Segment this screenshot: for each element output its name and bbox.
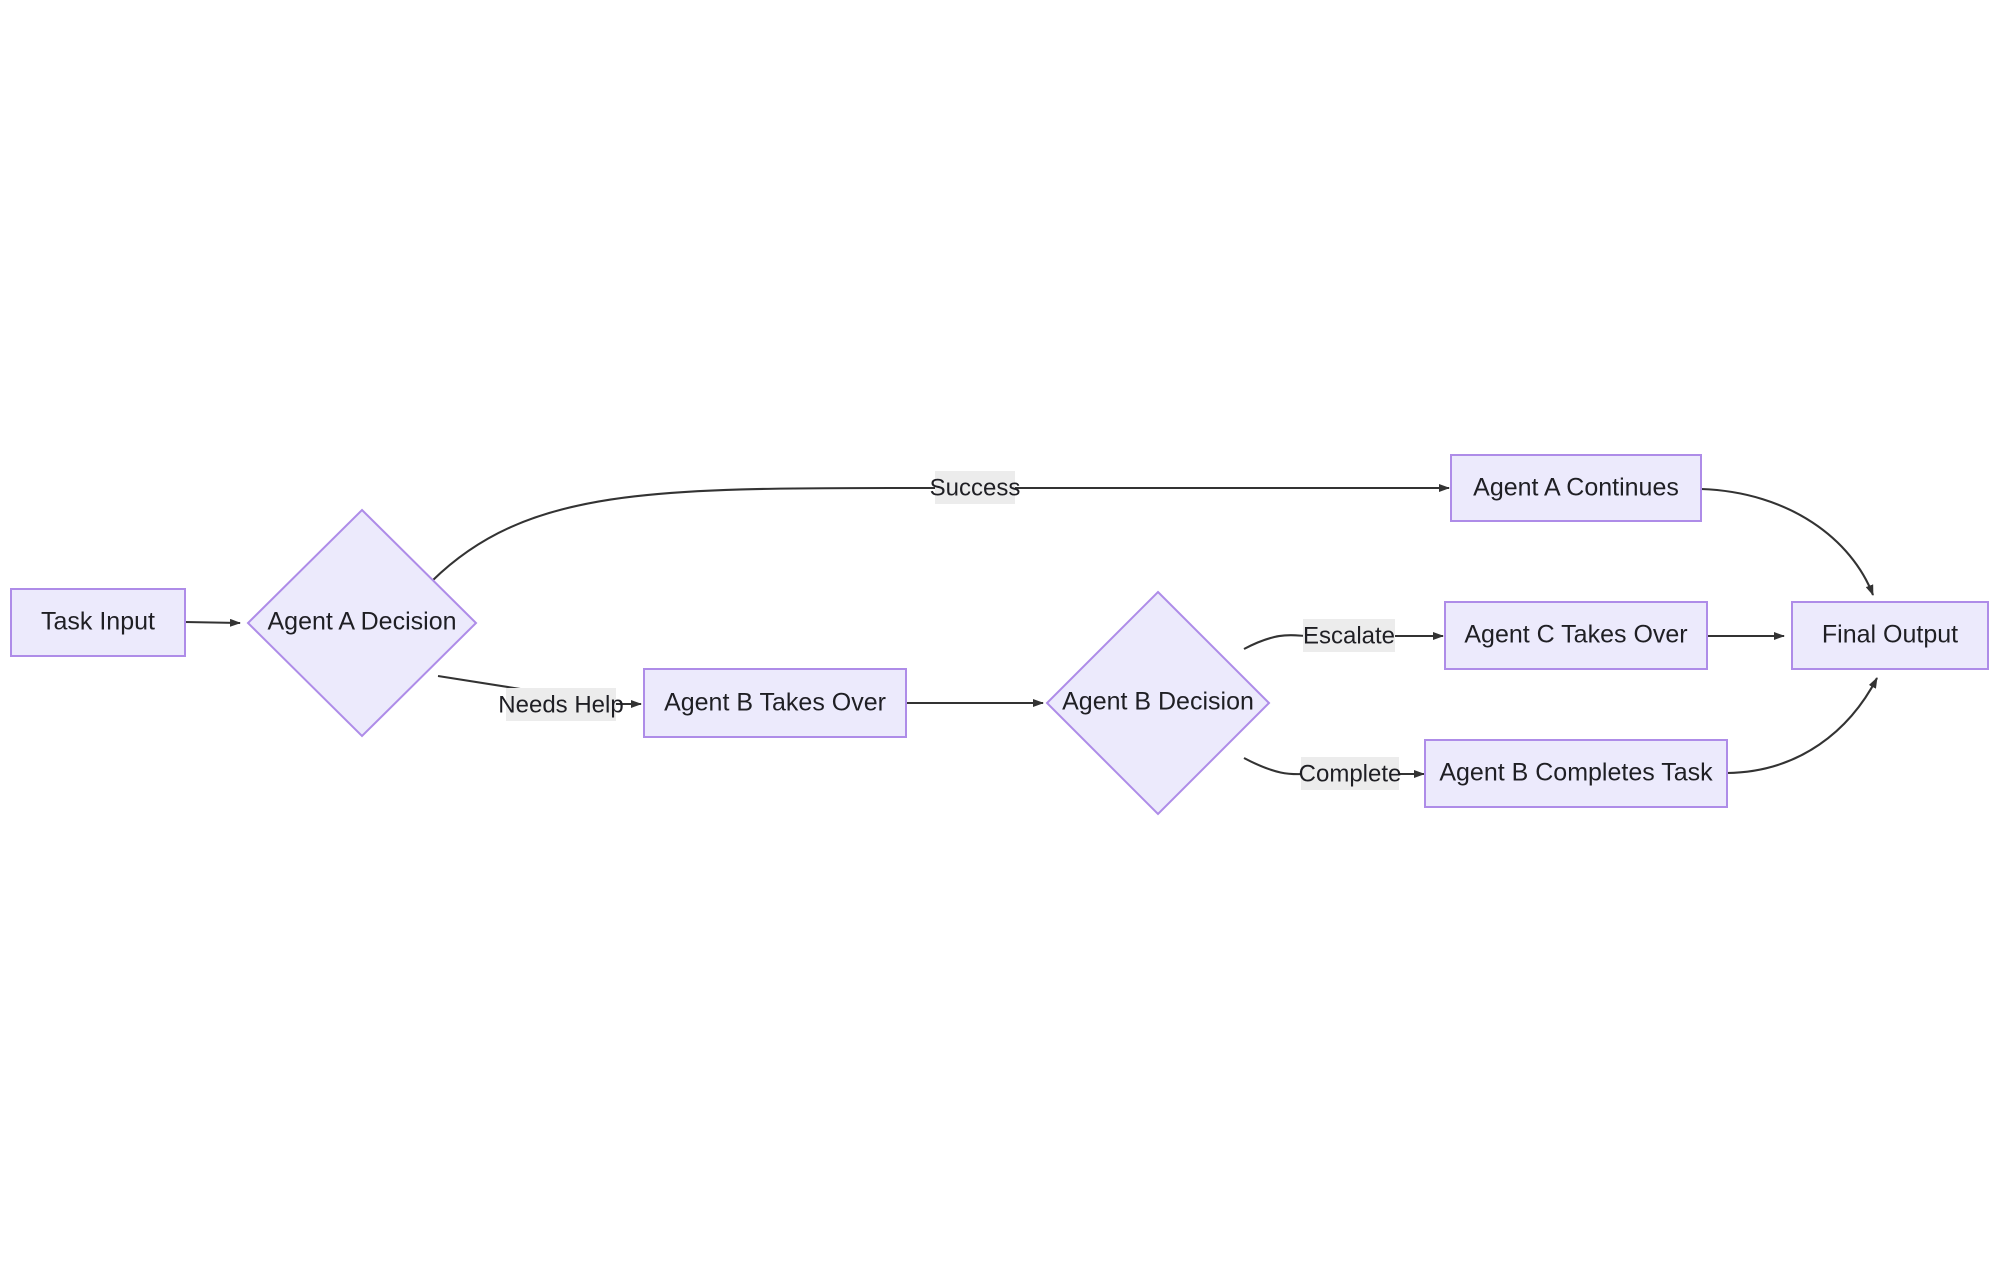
agent-c-takes-over-label: Agent C Takes Over	[1464, 621, 1687, 649]
edge-label-escalate: Escalate	[1303, 619, 1395, 652]
node-agent-b-completes-task[interactable]: Agent B Completes Task	[1424, 739, 1728, 808]
agent-b-decision-label: Agent B Decision	[1062, 688, 1254, 716]
edge-label-escalate-bg	[1303, 619, 1395, 652]
agent-b-completes-task-label: Agent B Completes Task	[1439, 759, 1713, 787]
agent-b-decision-shape[interactable]	[1045, 590, 1271, 816]
final-output-label: Final Output	[1822, 621, 1958, 649]
node-agent-b-decision[interactable]: Agent B Decision	[1045, 590, 1271, 816]
final-output-shape[interactable]	[1791, 601, 1989, 670]
edge-label-needs-help-bg	[506, 688, 616, 721]
edge-label-complete-bg	[1301, 757, 1399, 790]
node-agent-b-takes-over[interactable]: Agent B Takes Over	[643, 668, 907, 738]
edge-label-escalate-text: Escalate	[1303, 622, 1395, 649]
node-agent-c-takes-over[interactable]: Agent C Takes Over	[1444, 601, 1708, 670]
edge-label-success-bg	[935, 471, 1015, 504]
edge-label-needs-help: Needs Help	[498, 688, 624, 721]
edge-label-success-text: Success	[930, 474, 1021, 501]
edge-agent-b-completes-to-final-output	[1726, 677, 1878, 775]
edges-layer	[184, 484, 1878, 778]
agent-a-continues-label: Agent A Continues	[1473, 474, 1679, 502]
edge-label-complete-text: Complete	[1299, 760, 1402, 787]
agent-b-takes-over-shape[interactable]	[643, 668, 907, 738]
agent-a-decision-label: Agent A Decision	[267, 608, 456, 636]
agent-a-decision-shape[interactable]	[246, 508, 478, 738]
agent-b-completes-task-shape[interactable]	[1424, 739, 1728, 808]
nodes-layer: Task Input Agent A Decision Agent B Take…	[10, 454, 1989, 816]
edge-task-input-to-agent-a-decision	[184, 618, 241, 627]
edge-label-needs-help-text: Needs Help	[498, 691, 623, 718]
edge-agent-a-decision-to-agent-a-continues	[431, 484, 1450, 582]
node-agent-a-decision[interactable]: Agent A Decision	[246, 508, 478, 738]
task-input-label: Task Input	[41, 608, 155, 636]
node-task-input[interactable]: Task Input	[10, 588, 186, 657]
edge-labels-layer: Success Needs Help Escalate Complete	[498, 471, 1401, 790]
agent-a-continues-shape[interactable]	[1450, 454, 1702, 522]
agent-b-takes-over-label: Agent B Takes Over	[664, 689, 886, 717]
edge-agent-a-continues-to-final-output	[1700, 487, 1874, 596]
edge-label-success: Success	[930, 471, 1021, 504]
edge-label-complete: Complete	[1299, 757, 1402, 790]
task-input-shape[interactable]	[10, 588, 186, 657]
node-final-output[interactable]: Final Output	[1791, 601, 1989, 670]
node-agent-a-continues[interactable]: Agent A Continues	[1450, 454, 1702, 522]
agent-c-takes-over-shape[interactable]	[1444, 601, 1708, 670]
